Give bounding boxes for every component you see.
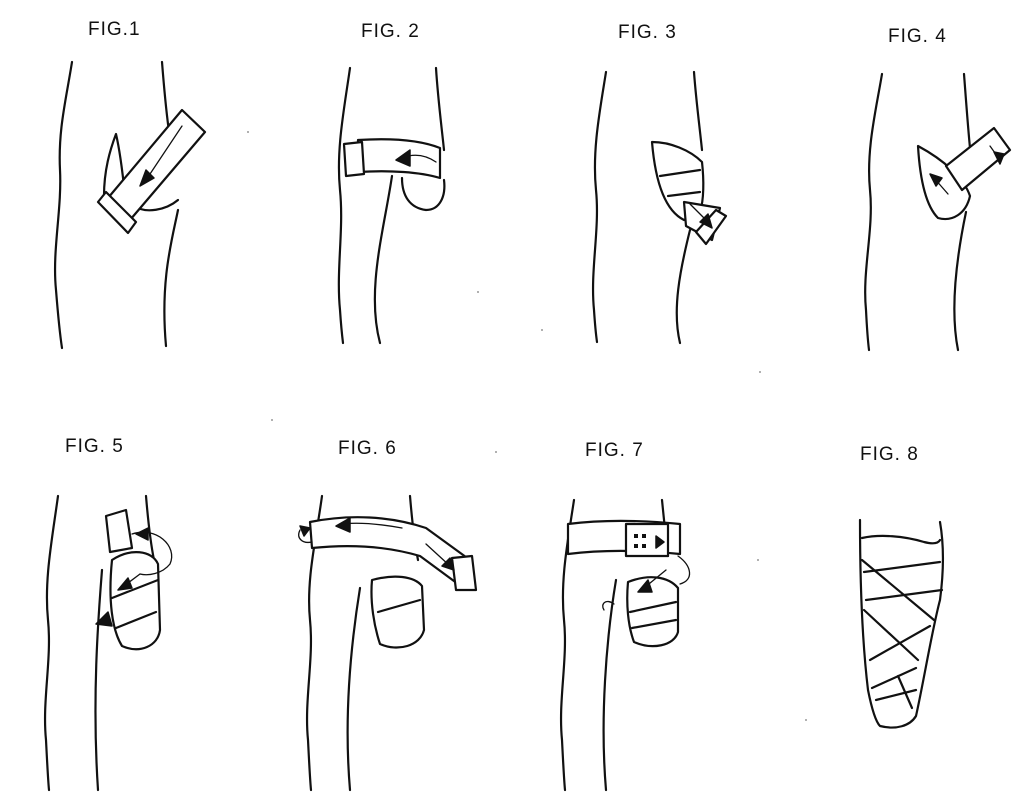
bandage-strip <box>944 126 1012 192</box>
figure-2-label: FIG. 2 <box>361 21 420 42</box>
arrow-icon <box>637 579 653 593</box>
bandage-roll <box>96 190 138 235</box>
arrow-icon <box>117 577 133 591</box>
arrow-icon <box>699 213 713 229</box>
arrow-icon <box>135 527 149 541</box>
arrow-icon <box>929 173 943 187</box>
figure-1-drawing <box>53 60 207 350</box>
figure-3-drawing <box>591 70 728 345</box>
figure-5-drawing <box>43 494 173 792</box>
figure-8-label: FIG. 8 <box>860 444 919 465</box>
stump-wrap <box>109 551 162 651</box>
bandage-roll <box>104 508 134 554</box>
arrow-icon <box>299 525 311 537</box>
figure-5-label: FIG. 5 <box>65 436 124 457</box>
bandage-roll <box>450 554 478 592</box>
arrow-icon <box>95 611 113 627</box>
arrow-icon <box>441 557 455 571</box>
bandage-strip <box>308 516 472 586</box>
bandage-roll <box>342 140 366 178</box>
figure-4-drawing <box>864 72 1012 352</box>
arrow-icon <box>139 169 155 187</box>
scan-specks <box>247 131 807 721</box>
arrow-icon <box>395 149 411 167</box>
stump-wrap <box>370 575 426 649</box>
arrow-icon <box>993 151 1005 165</box>
figure-7-label: FIG. 7 <box>585 440 644 461</box>
figure-8-drawing <box>858 518 945 729</box>
figure-2-drawing <box>337 66 446 345</box>
bandage-strip <box>650 140 705 222</box>
figure-6-drawing <box>298 494 478 792</box>
figure-7-drawing <box>559 498 691 792</box>
figure-6-label: FIG. 6 <box>338 438 397 459</box>
stump-wrap <box>626 576 680 648</box>
figure-3-label: FIG. 3 <box>618 22 677 43</box>
arrow-icon <box>335 517 351 533</box>
figure-1-label: FIG.1 <box>88 19 141 40</box>
figure-4-label: FIG. 4 <box>888 26 947 47</box>
arrow-icon <box>655 535 665 549</box>
